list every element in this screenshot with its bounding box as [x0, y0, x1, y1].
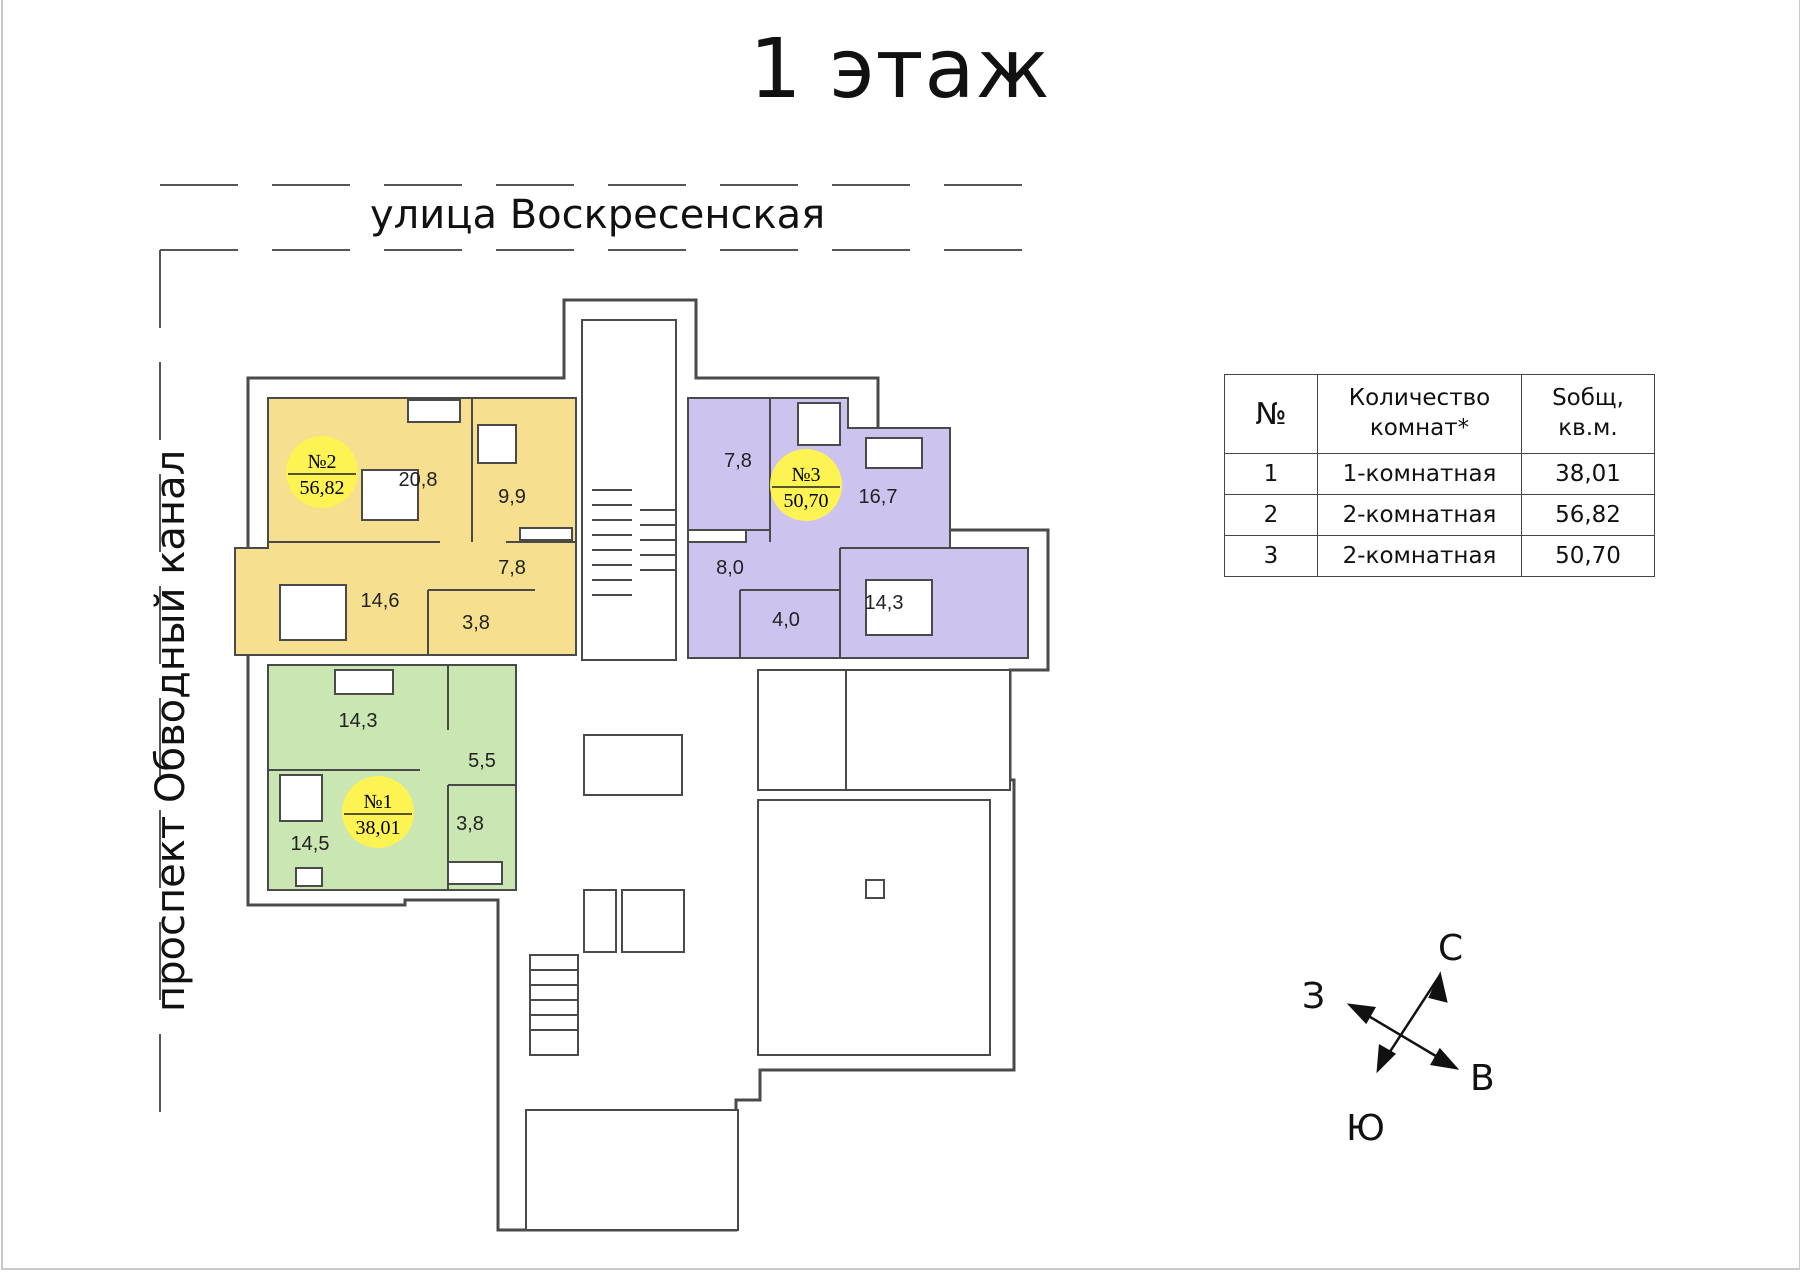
legend-header-area: Sобщ, кв.м.: [1521, 374, 1655, 454]
legend-row: 3 2-комнатная 50,70: [1224, 535, 1655, 577]
legend-cell: 1-комнатная: [1317, 453, 1522, 495]
legend-cell: 2-комнатная: [1317, 494, 1522, 536]
apartment-2-area: [234, 397, 577, 656]
commercial-rooms: [525, 669, 1011, 1231]
room-label: 8,0: [716, 557, 744, 579]
room-label: 16,7: [859, 486, 898, 508]
legend-cell: 38,01: [1521, 453, 1655, 495]
street-label-north: улица Воскресенская: [370, 192, 826, 238]
floor-title: 1 этаж: [749, 22, 1051, 117]
badge-number: №2: [307, 451, 336, 473]
stair-core: [529, 319, 677, 1056]
compass-north-label: С: [1438, 928, 1464, 969]
compass-east-label: В: [1470, 1058, 1495, 1099]
room-label: 3,8: [456, 813, 484, 835]
room-label: 14,3: [865, 592, 904, 614]
badge-circle: [342, 776, 414, 848]
legend-cell: 56,82: [1521, 494, 1655, 536]
room-label: 20,8: [399, 469, 438, 491]
legend-header-number: №: [1224, 374, 1318, 454]
room-label: 9,9: [498, 486, 526, 508]
badge-area: 50,70: [784, 490, 829, 512]
legend-row: 2 2-комнатная 56,82: [1224, 494, 1655, 536]
legend-cell: 3: [1224, 535, 1318, 577]
compass-icon: [1346, 971, 1460, 1074]
apartment-legend-table: № Количество комнат* Sобщ, кв.м. 1 1-ком…: [1224, 374, 1655, 577]
legend-cell: 50,70: [1521, 535, 1655, 577]
badge-circle: [770, 449, 842, 521]
street-label-west: проспект Обводный канал: [148, 449, 194, 1012]
badge-number: №3: [791, 464, 820, 486]
room-label: 7,8: [498, 557, 526, 579]
apartment-badge-2: №2 56,82: [286, 436, 358, 508]
room-label: 4,0: [772, 609, 800, 631]
legend-row: 1 1-комнатная 38,01: [1224, 453, 1655, 495]
legend-cell: 1: [1224, 453, 1318, 495]
room-label: 5,5: [468, 750, 496, 772]
legend-header-row: № Количество комнат* Sобщ, кв.м.: [1224, 374, 1655, 454]
street-boundaries: [159, 184, 1030, 1115]
room-label: 14,3: [339, 710, 378, 732]
apartment-1-fill: [267, 664, 517, 891]
room-labels: 20,8 9,9 7,8 14,6 3,8 7,8 16,7 8,0 4,0 1…: [291, 450, 904, 855]
compass-west-label: З: [1302, 976, 1326, 1017]
room-label: 3,8: [462, 612, 490, 634]
legend-cell: 2: [1224, 494, 1318, 536]
badge-circle: [286, 436, 358, 508]
badge-area: 56,82: [300, 477, 345, 499]
legend-header-rooms: Количество комнат*: [1317, 374, 1522, 454]
badge-area: 38,01: [356, 817, 401, 839]
room-label: 7,8: [724, 450, 752, 472]
legend-cell: 2-комнатная: [1317, 535, 1522, 577]
room-label: 14,6: [361, 590, 400, 612]
room-label: 14,5: [291, 833, 330, 855]
badge-number: №1: [363, 791, 392, 813]
compass-south-label: Ю: [1346, 1108, 1385, 1149]
apartment-badge-3: №3 50,70: [770, 449, 842, 521]
apartment-3-area: [687, 397, 1029, 659]
apartment-badge-1: №1 38,01: [342, 776, 414, 848]
apartment-1-area: [267, 664, 517, 891]
